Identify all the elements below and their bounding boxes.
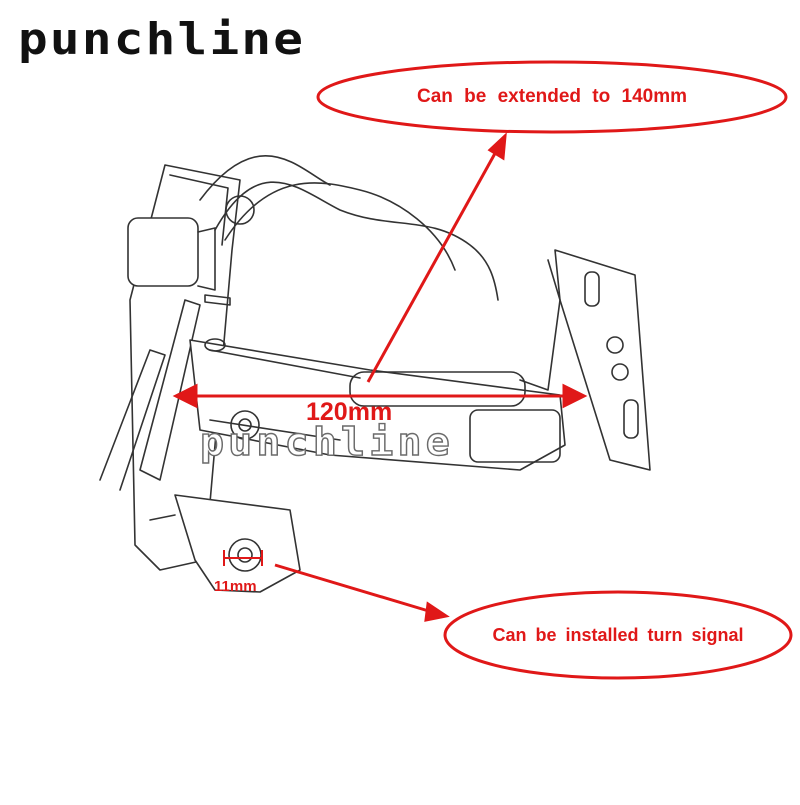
cable-housing (127, 217, 199, 287)
callout-ellipse-bottom (443, 590, 793, 680)
brand-logo: punchline (18, 14, 306, 65)
extend-callout-text: Can be extended to 140mm (416, 86, 688, 107)
wires (214, 181, 499, 301)
signal-tab (174, 494, 301, 593)
width-dimension-label: 120mm (306, 398, 393, 426)
turn-signal-arrow (274, 563, 433, 614)
watermark: punchline (199, 419, 454, 464)
hole-dimension-label: 11mm (214, 578, 257, 595)
turn-signal-callout-text: Can be installed turn signal (492, 624, 744, 645)
main-arm (189, 339, 566, 471)
extend-arrow (366, 147, 500, 383)
callout-ellipse-top (316, 60, 788, 134)
plate-bracket (554, 249, 651, 471)
